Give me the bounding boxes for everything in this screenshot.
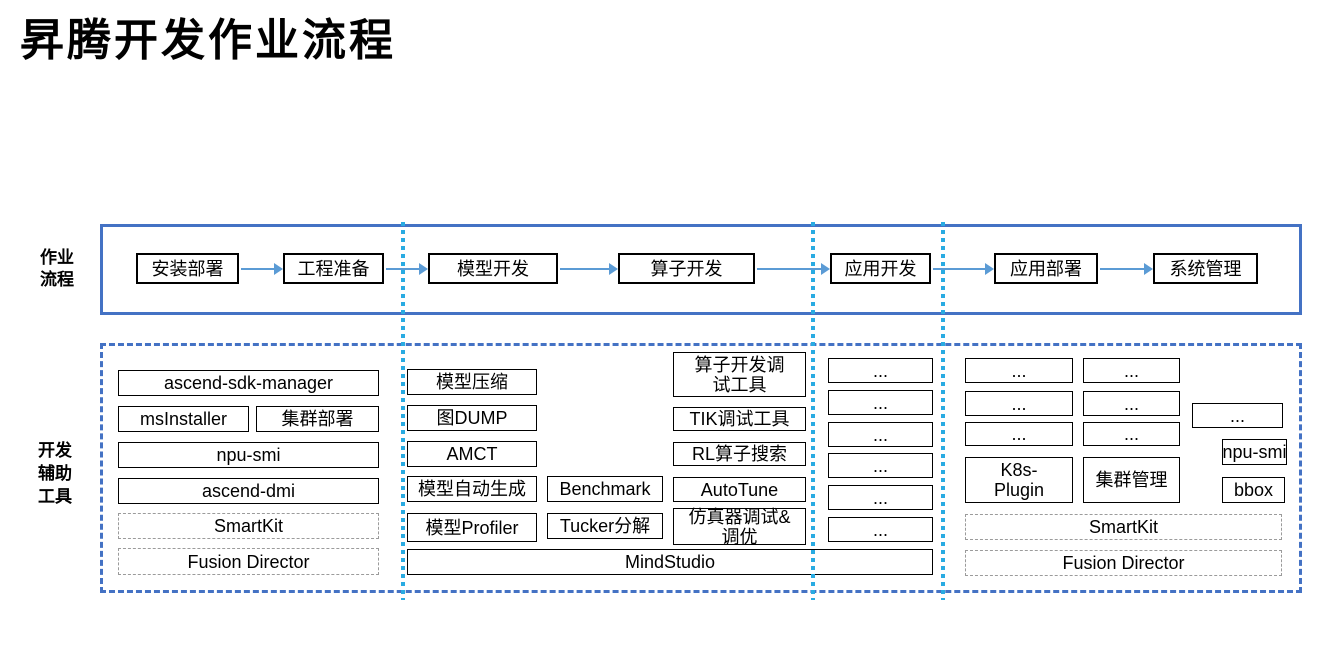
phase-divider-1	[401, 222, 405, 600]
tool-rl-search: RL算子搜索	[673, 442, 806, 466]
tool-graph-dump: 图DUMP	[407, 405, 537, 431]
tool-model-profiler: 模型Profiler	[407, 513, 537, 542]
tool-simulator-tune-line2: 调优	[721, 526, 758, 547]
tool-operator-debug: 算子开发调 试工具	[673, 352, 806, 397]
tool-deploy-ellipsis-7: ...	[1192, 403, 1283, 428]
tool-tucker: Tucker分解	[547, 513, 663, 539]
tools-section-label: 开发 辅助 工具	[38, 439, 72, 508]
tools-label-line3: 工具	[38, 487, 72, 506]
tool-operator-debug-line2: 试工具	[712, 374, 767, 395]
tool-mindstudio: MindStudio	[407, 549, 933, 575]
tool-operator-debug-line1: 算子开发调	[694, 354, 785, 375]
tools-label-line1: 开发	[38, 441, 72, 460]
tools-label-line2: 辅助	[38, 464, 72, 483]
stage-app-dev: 应用开发	[830, 253, 931, 284]
phase-divider-2	[811, 222, 815, 600]
tool-msinstaller: msInstaller	[118, 406, 249, 432]
tool-npu-smi-2: npu-smi	[1222, 439, 1287, 465]
stage-model-dev: 模型开发	[428, 253, 558, 284]
workflow-frame	[100, 224, 1302, 315]
tool-autotune: AutoTune	[673, 477, 806, 502]
flow-arrow-1	[241, 263, 283, 275]
tool-model-autogen: 模型自动生成	[407, 476, 537, 502]
phase-divider-3	[941, 222, 945, 600]
tool-fusion-director: Fusion Director	[118, 548, 379, 575]
workflow-label-line1: 作业	[40, 248, 74, 267]
tool-appdev-ellipsis-5: ...	[828, 485, 933, 510]
tool-appdev-ellipsis-2: ...	[828, 390, 933, 415]
tools-frame	[100, 343, 1302, 593]
tool-deploy-ellipsis-1: ...	[965, 358, 1073, 383]
stage-project-prep: 工程准备	[283, 253, 384, 284]
tool-deploy-ellipsis-3: ...	[965, 422, 1073, 446]
tool-deploy-ellipsis-2: ...	[965, 391, 1073, 416]
flow-arrow-5	[933, 263, 994, 275]
tool-k8s-plugin: K8s- Plugin	[965, 457, 1073, 503]
tool-fusion-director-2: Fusion Director	[965, 550, 1282, 576]
stage-system-mgmt: 系统管理	[1153, 253, 1258, 284]
tool-bbox: bbox	[1222, 477, 1285, 503]
page-title: 昇腾开发作业流程	[20, 16, 396, 65]
tool-ascend-sdk-manager: ascend-sdk-manager	[118, 370, 379, 396]
flow-arrow-6	[1100, 263, 1153, 275]
tool-simulator-tune: 仿真器调试& 调优	[673, 506, 806, 547]
tool-benchmark: Benchmark	[547, 476, 663, 502]
tool-k8s-plugin-line2: Plugin	[993, 480, 1045, 500]
tool-appdev-ellipsis-6: ...	[828, 517, 933, 542]
stage-app-deploy: 应用部署	[994, 253, 1098, 284]
tool-amct: AMCT	[407, 441, 537, 467]
tool-deploy-ellipsis-4: ...	[1083, 358, 1180, 383]
tool-appdev-ellipsis-3: ...	[828, 422, 933, 447]
stage-install-deploy: 安装部署	[136, 253, 239, 284]
tool-cluster-deploy: 集群部署	[256, 406, 379, 432]
flow-arrow-4	[757, 263, 830, 275]
workflow-label-line2: 流程	[40, 270, 74, 289]
tool-k8s-plugin-line1: K8s-	[1000, 460, 1038, 480]
tool-smartkit-2: SmartKit	[965, 514, 1282, 540]
tool-npu-smi: npu-smi	[118, 442, 379, 468]
tool-cluster-mgmt: 集群管理	[1083, 457, 1180, 503]
tool-appdev-ellipsis-1: ...	[828, 358, 933, 383]
tool-ascend-dmi: ascend-dmi	[118, 478, 379, 504]
tool-deploy-ellipsis-6: ...	[1083, 422, 1180, 446]
tool-simulator-tune-line1: 仿真器调试&	[688, 506, 791, 527]
tool-deploy-ellipsis-5: ...	[1083, 391, 1180, 416]
tool-appdev-ellipsis-4: ...	[828, 453, 933, 478]
flow-arrow-3	[560, 263, 618, 275]
tool-smartkit: SmartKit	[118, 513, 379, 539]
workflow-section-label: 作业 流程	[40, 247, 74, 291]
flow-arrow-2	[386, 263, 428, 275]
tool-model-compress: 模型压缩	[407, 369, 537, 395]
stage-operator-dev: 算子开发	[618, 253, 755, 284]
tool-tik-debug: TIK调试工具	[673, 407, 806, 431]
